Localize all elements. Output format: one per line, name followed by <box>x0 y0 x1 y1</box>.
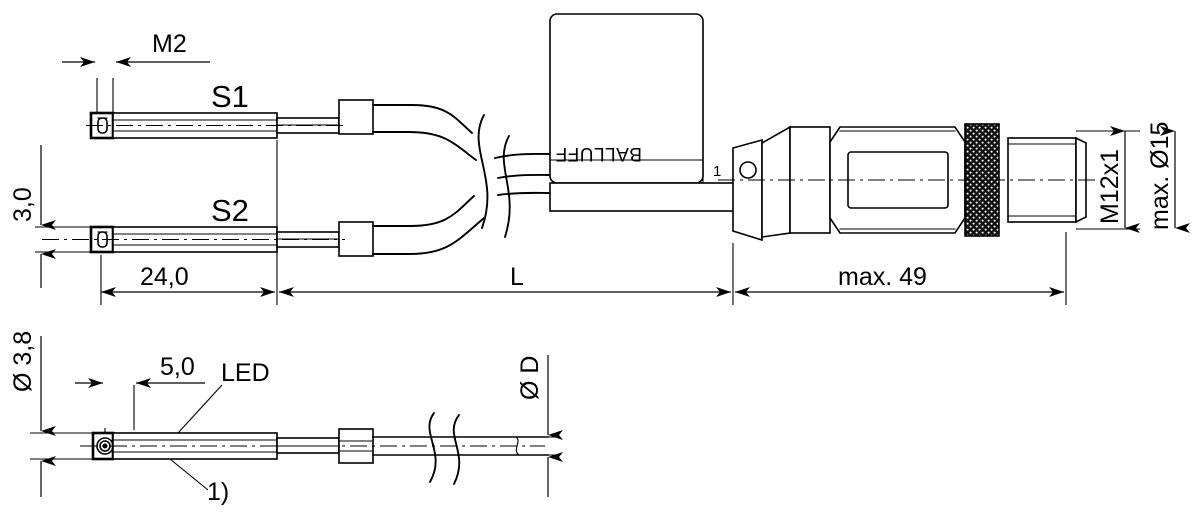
dimension-d3-8: Ø 3,8 <box>9 331 95 497</box>
dimension-chain-top-view: 24,0 L max. 49 <box>100 140 1067 305</box>
top-view-group: M2 S1 <box>9 13 1190 305</box>
callout-footnote: 1) <box>169 458 229 506</box>
probe-s2: S2 <box>42 193 374 257</box>
dimension-3-0: 3,0 <box>9 145 95 288</box>
dim-label-max-d15: max. Ø15 <box>1146 122 1174 230</box>
dim-label-m2: M2 <box>152 30 187 58</box>
label-s1: S1 <box>211 79 249 114</box>
housing-block: BALLUFF <box>549 13 704 184</box>
cable-break-lines <box>477 114 511 238</box>
dim-label-max-49: max. 49 <box>838 263 927 291</box>
brand-label: BALLUFF <box>555 143 642 164</box>
dimension-m12x1: M12x1 <box>1076 126 1140 233</box>
callout-led: LED <box>177 359 270 434</box>
dimension-dD: Ø D <box>495 355 563 497</box>
dim-label-L: L <box>510 263 524 291</box>
dim-label-5-0: 5,0 <box>160 353 195 381</box>
dim-label-3-0: 3,0 <box>9 187 37 222</box>
dim-label-d3-8: Ø 3,8 <box>9 331 37 392</box>
dimension-5-0: 5,0 <box>75 353 205 448</box>
cable-branches <box>372 104 485 255</box>
probe-s1: S1 <box>86 79 374 140</box>
probe-body-bottom <box>80 412 549 485</box>
dimension-m2: M2 <box>62 30 210 118</box>
trunk-cable <box>494 152 551 196</box>
label-s2: S2 <box>211 193 249 228</box>
dim-label-m12x1: M12x1 <box>1096 149 1124 224</box>
label-footnote-ref: 1) <box>207 478 229 506</box>
connector-assembly <box>718 123 1098 238</box>
dimension-max-d15: max. Ø15 <box>1146 122 1190 233</box>
bottom-view-group: Ø 3,8 5,0 <box>9 331 563 506</box>
label-led: LED <box>221 359 270 387</box>
pin-1-label: 1 <box>713 163 721 180</box>
dim-label-24-0: 24,0 <box>140 263 189 291</box>
dim-label-dD: Ø D <box>516 356 544 400</box>
housing-outlet: 1 <box>549 138 763 242</box>
